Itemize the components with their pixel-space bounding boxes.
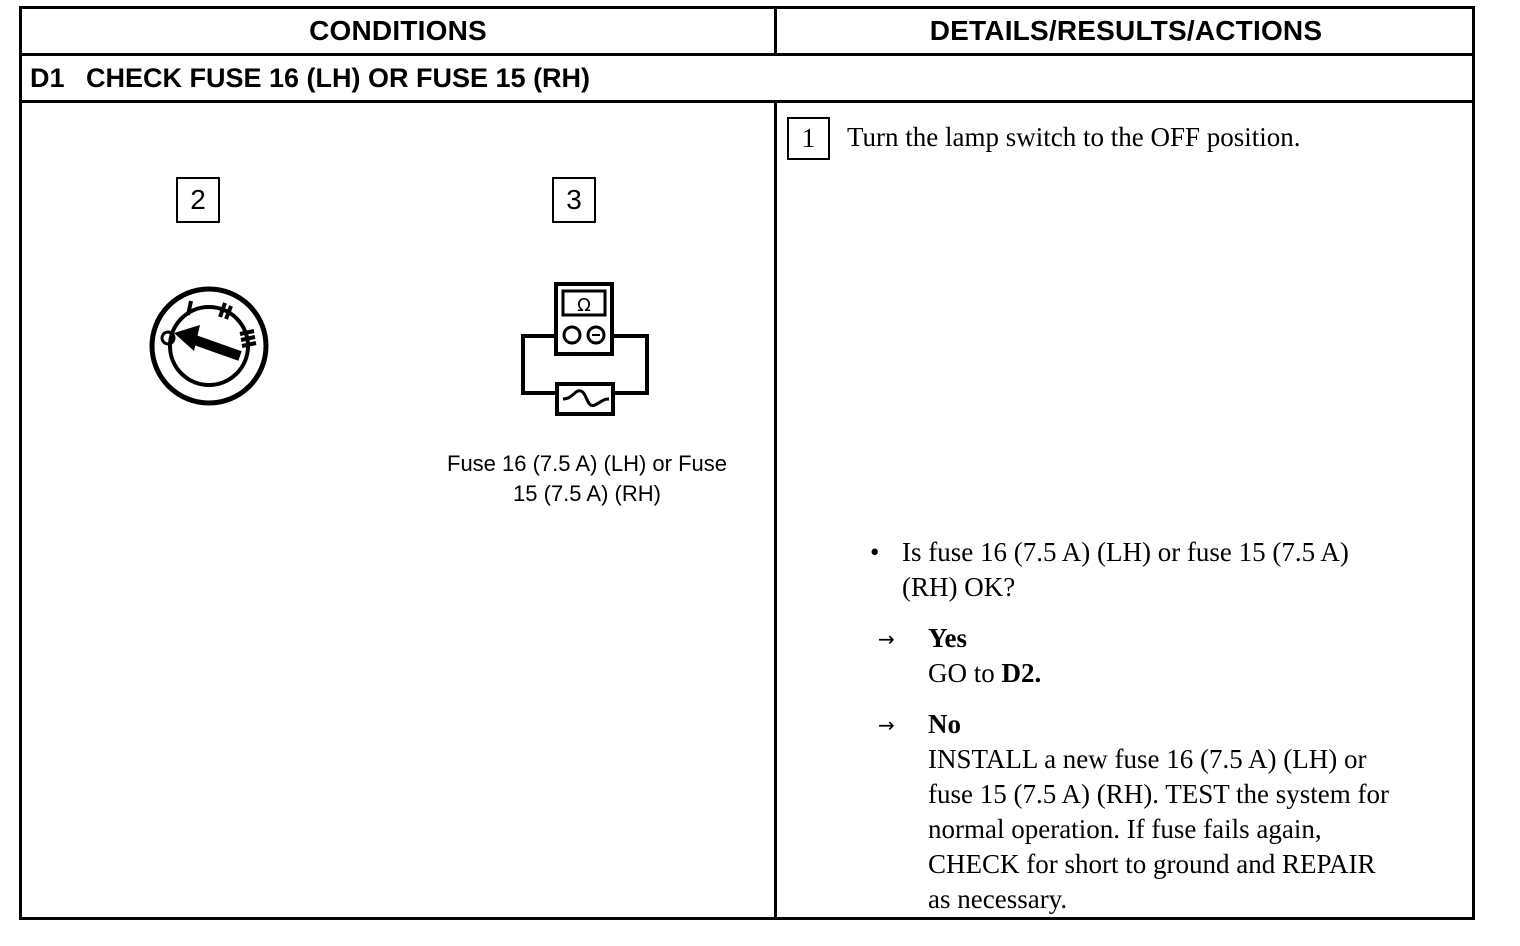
ohmmeter-fuse-icon: Ω bbox=[521, 282, 649, 416]
yes-action-prefix: GO to bbox=[928, 658, 1002, 688]
yes-action-target: D2. bbox=[1001, 658, 1042, 688]
fuse-caption: Fuse 16 (7.5 A) (LH) or Fuse 15 (7.5 A) … bbox=[402, 449, 772, 509]
yes-action: GO to D2. bbox=[928, 656, 1041, 691]
arrow-right-icon: → bbox=[878, 713, 895, 737]
question-line: (RH) OK? bbox=[902, 572, 1016, 602]
detail-step-number: 1 bbox=[801, 123, 816, 153]
detail-step-text: Turn the lamp switch to the OFF position… bbox=[847, 122, 1301, 152]
step-id: D1 bbox=[30, 62, 65, 93]
ohm-symbol: Ω bbox=[577, 295, 591, 316]
fuse-caption-line: Fuse 16 (7.5 A) (LH) or Fuse bbox=[447, 451, 727, 476]
question-line: Is fuse 16 (7.5 A) (LH) or fuse 15 (7.5 … bbox=[902, 537, 1349, 567]
details-header: DETAILS/RESULTS/ACTIONS bbox=[929, 15, 1323, 46]
ignition-switch-icon bbox=[149, 286, 269, 406]
header-rule bbox=[22, 53, 1472, 56]
condition-number-box: 3 bbox=[552, 177, 596, 223]
fuse-caption-line: 15 (7.5 A) (RH) bbox=[513, 481, 661, 506]
yes-block: Yes GO to D2. bbox=[928, 621, 1041, 691]
column-divider bbox=[774, 103, 777, 917]
condition-number: 3 bbox=[566, 184, 582, 215]
step-rule bbox=[22, 100, 1472, 103]
no-action-line: INSTALL a new fuse 16 (7.5 A) (LH) or bbox=[928, 744, 1367, 774]
no-action-line: as necessary. bbox=[928, 884, 1068, 914]
no-block: No INSTALL a new fuse 16 (7.5 A) (LH) or… bbox=[928, 707, 1389, 917]
yes-label: Yes bbox=[928, 623, 967, 653]
no-action-line: normal operation. If fuse fails again, bbox=[928, 814, 1322, 844]
arrow-right-icon: → bbox=[878, 627, 895, 651]
bullet-icon: • bbox=[870, 537, 880, 567]
no-label: No bbox=[928, 709, 961, 739]
diagnostic-table: CONDITIONS DETAILS/RESULTS/ACTIONS D1 CH… bbox=[19, 6, 1475, 920]
condition-number: 2 bbox=[190, 184, 206, 215]
detail-step-number-box: 1 bbox=[787, 117, 830, 160]
no-action-line: fuse 15 (7.5 A) (RH). TEST the system fo… bbox=[928, 779, 1389, 809]
conditions-header: CONDITIONS bbox=[309, 15, 487, 46]
condition-number-box: 2 bbox=[176, 177, 220, 223]
step-title-row: D1 CHECK FUSE 16 (LH) OR FUSE 15 (RH) bbox=[22, 56, 1472, 100]
no-action-line: CHECK for short to ground and REPAIR bbox=[928, 849, 1376, 879]
header-divider bbox=[774, 9, 777, 53]
question-text: Is fuse 16 (7.5 A) (LH) or fuse 15 (7.5 … bbox=[902, 535, 1349, 605]
step-title: CHECK FUSE 16 (LH) OR FUSE 15 (RH) bbox=[86, 62, 591, 93]
